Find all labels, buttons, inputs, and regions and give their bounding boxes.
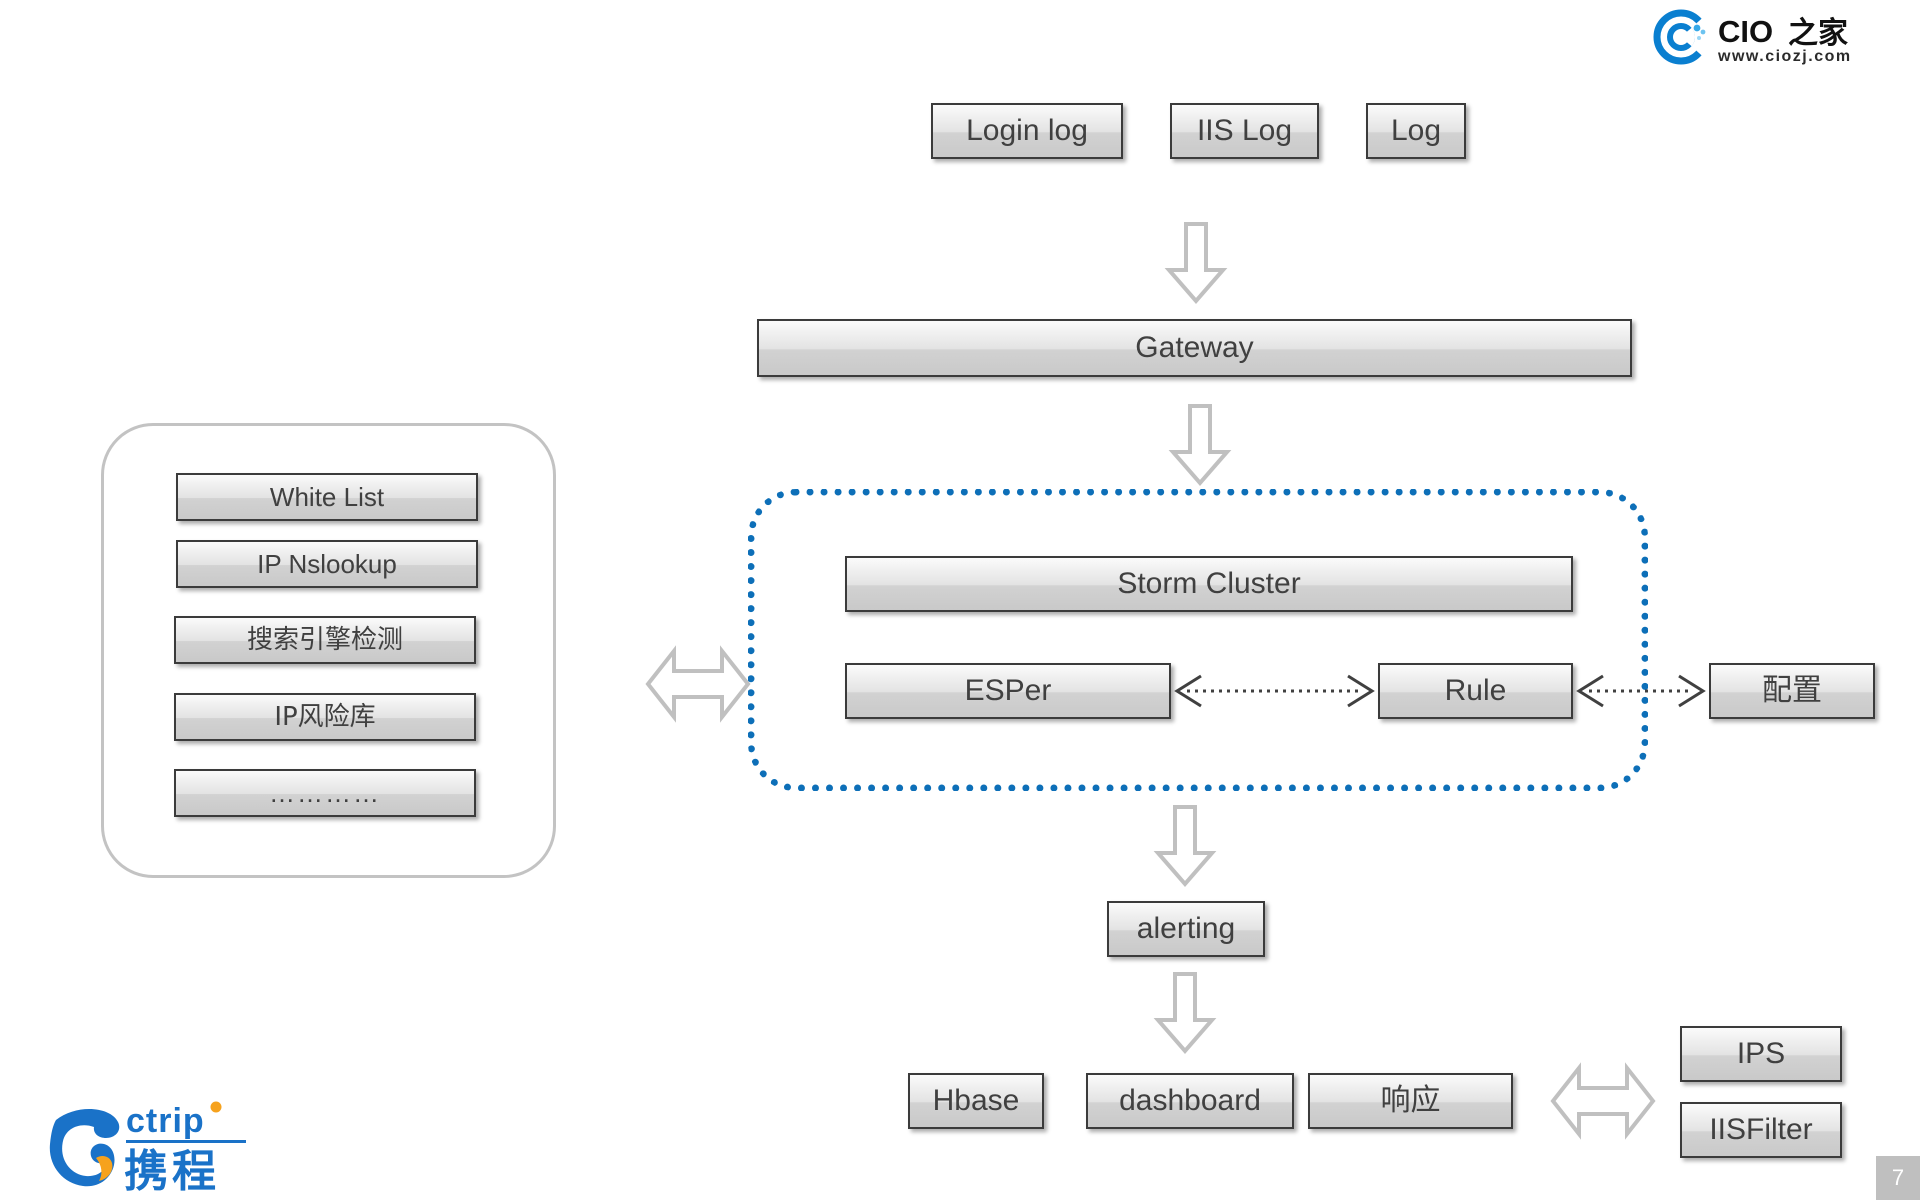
alerting-label: alerting xyxy=(1136,912,1236,945)
esper-label: ESPer xyxy=(964,674,1052,707)
arrow-alerting-to-outputs xyxy=(1153,972,1217,1055)
gateway-box[interactable]: Gateway xyxy=(757,319,1632,377)
svg-text:www.ciozj.com: www.ciozj.com xyxy=(1717,48,1852,65)
connector-rule-config xyxy=(1573,670,1709,712)
enrichment-item-search-engine-detect[interactable]: 搜索引擎检测 xyxy=(174,616,476,664)
enrichment-panel xyxy=(101,423,556,878)
arrow-outputs-to-enforcement xyxy=(1547,1062,1659,1140)
connector-esper-rule xyxy=(1171,670,1378,712)
enforcement-box-label: IPS xyxy=(1736,1037,1786,1070)
enrichment-item-label: 搜索引擎检测 xyxy=(246,625,403,655)
enrichment-item-label: IP Nslookup xyxy=(257,549,397,579)
enrichment-item-label: ………… xyxy=(269,778,381,808)
config-box[interactable]: 配置 xyxy=(1709,663,1875,719)
source-box-iis-log[interactable]: IIS Log xyxy=(1170,103,1319,159)
enrichment-item-ip-nslookup[interactable]: IP Nslookup xyxy=(176,540,478,588)
arrow-cluster-to-alerting xyxy=(1153,805,1217,888)
cio-logo: CIO 之家 www.ciozj.com xyxy=(1652,8,1902,66)
enrichment-item-label: White List xyxy=(269,482,385,512)
storm-cluster-label: Storm Cluster xyxy=(1117,567,1301,600)
output-box-label: 响应 xyxy=(1380,1083,1441,1118)
storm-cluster-box[interactable]: Storm Cluster xyxy=(845,556,1573,612)
arrow-sources-to-gateway xyxy=(1164,222,1228,305)
source-box-label: IIS Log xyxy=(1196,114,1293,147)
svg-text:之家: 之家 xyxy=(1788,16,1848,51)
source-box-label: Log xyxy=(1390,114,1442,147)
source-box-log[interactable]: Log xyxy=(1366,103,1466,159)
storm-cluster-container xyxy=(748,489,1648,791)
page-number-value: 7 xyxy=(1891,1165,1905,1190)
rule-label: Rule xyxy=(1444,674,1507,707)
enforcement-box-ips[interactable]: IPS xyxy=(1680,1026,1842,1082)
output-box-response[interactable]: 响应 xyxy=(1308,1073,1513,1129)
esper-box[interactable]: ESPer xyxy=(845,663,1171,719)
enrichment-item-label: IP风险库 xyxy=(274,702,376,732)
enforcement-box-label: IISFilter xyxy=(1709,1113,1813,1146)
output-box-label: Hbase xyxy=(932,1084,1020,1117)
output-box-hbase[interactable]: Hbase xyxy=(908,1073,1044,1129)
page-number-badge: 7 xyxy=(1876,1156,1920,1200)
arrow-gateway-to-cluster xyxy=(1168,404,1232,487)
output-box-label: dashboard xyxy=(1119,1084,1261,1117)
gateway-label: Gateway xyxy=(1135,331,1254,364)
svg-text:CIO: CIO xyxy=(1718,14,1773,49)
source-box-login-log[interactable]: Login log xyxy=(931,103,1123,159)
rule-box[interactable]: Rule xyxy=(1378,663,1573,719)
svg-text:ctrip: ctrip xyxy=(126,1102,205,1140)
enforcement-box-iisfilter[interactable]: IISFilter xyxy=(1680,1102,1842,1158)
enrichment-item-ip-risk-db[interactable]: IP风险库 xyxy=(174,693,476,741)
output-box-dashboard[interactable]: dashboard xyxy=(1086,1073,1294,1129)
enrichment-item-white-list[interactable]: White List xyxy=(176,473,478,521)
config-label: 配置 xyxy=(1762,673,1822,708)
enrichment-item-more[interactable]: ………… xyxy=(174,769,476,817)
svg-text:携程: 携程 xyxy=(124,1146,220,1194)
alerting-box[interactable]: alerting xyxy=(1107,901,1265,957)
arrow-panel-to-cluster xyxy=(642,645,754,723)
ctrip-logo: ctrip 携程 xyxy=(36,1086,246,1194)
source-box-label: Login log xyxy=(966,114,1088,147)
